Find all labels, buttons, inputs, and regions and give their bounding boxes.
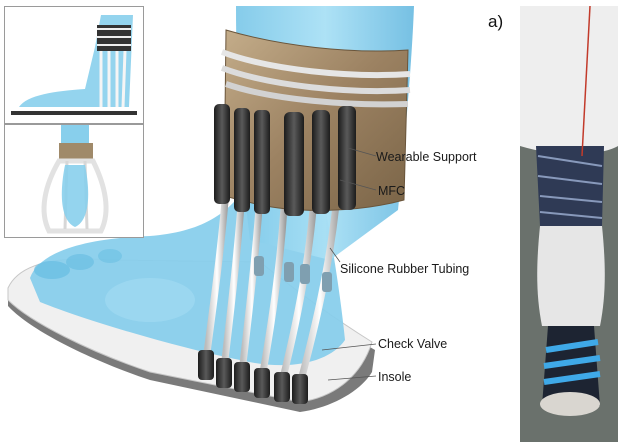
label-silicone-rubber-tubing: Silicone Rubber Tubing bbox=[340, 262, 470, 276]
check-valves bbox=[198, 350, 308, 404]
leader-lines bbox=[321, 147, 377, 381]
label-mfc: MFC bbox=[378, 184, 406, 198]
inset-rear-view bbox=[4, 124, 144, 238]
inset-side-view bbox=[4, 6, 144, 124]
label-wearable-support: Wearable Support bbox=[376, 150, 477, 164]
photo-panel bbox=[520, 6, 618, 442]
label-insole: Insole bbox=[378, 370, 412, 384]
mfc-actuators bbox=[214, 104, 356, 216]
panel-tag: a) bbox=[488, 12, 504, 31]
label-check-valve: Check Valve bbox=[378, 337, 448, 351]
